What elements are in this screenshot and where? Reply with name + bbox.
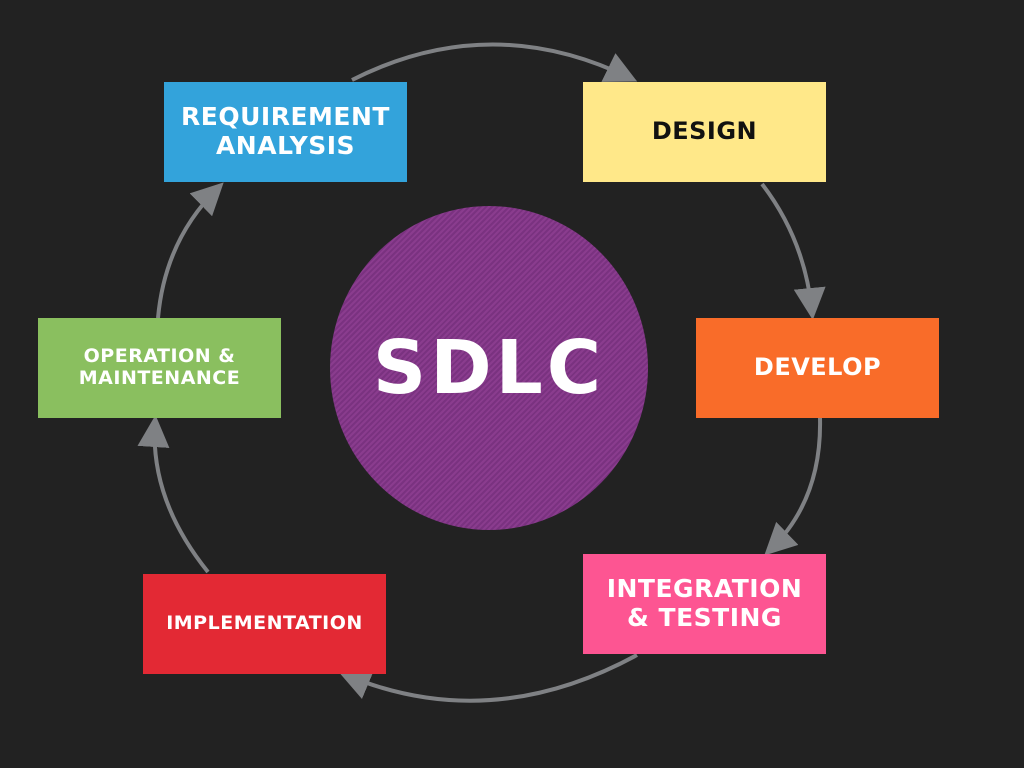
- stage-integration-testing: INTEGRATION & TESTING: [583, 554, 826, 654]
- stage-implementation: IMPLEMENTATION: [143, 574, 386, 674]
- stage-label: DESIGN: [651, 117, 758, 146]
- arrow-design-to-develop: [760, 182, 826, 320]
- stage-develop: DEVELOP: [696, 318, 939, 418]
- sdlc-center-circle: SDLC: [330, 206, 648, 530]
- arrow-integration-to-implementation: [338, 653, 638, 703]
- stage-design: DESIGN: [583, 82, 826, 182]
- arrow-develop-to-integration: [764, 417, 823, 556]
- stage-label: IMPLEMENTATION: [166, 612, 363, 635]
- stage-label: DEVELOP: [753, 353, 882, 382]
- stage-label-line1: INTEGRATION: [606, 574, 803, 604]
- arrow-implementation-to-operation: [137, 415, 210, 574]
- stage-label-line2: & TESTING: [627, 603, 782, 632]
- stage-label-line2: MAINTENANCE: [78, 367, 241, 389]
- stage-requirement-analysis: REQUIREMENT ANALYSIS: [164, 82, 407, 182]
- arrow-operation-to-requirement: [156, 182, 224, 319]
- center-title: SDLC: [372, 325, 606, 411]
- stage-operation-maintenance: OPERATION & MAINTENANCE: [38, 318, 281, 418]
- stage-label-line2: ANALYSIS: [215, 131, 356, 160]
- stage-label-line1: OPERATION &: [83, 345, 236, 368]
- arrow-requirement-to-design: [351, 42, 638, 82]
- stage-label-line1: REQUIREMENT: [181, 102, 390, 132]
